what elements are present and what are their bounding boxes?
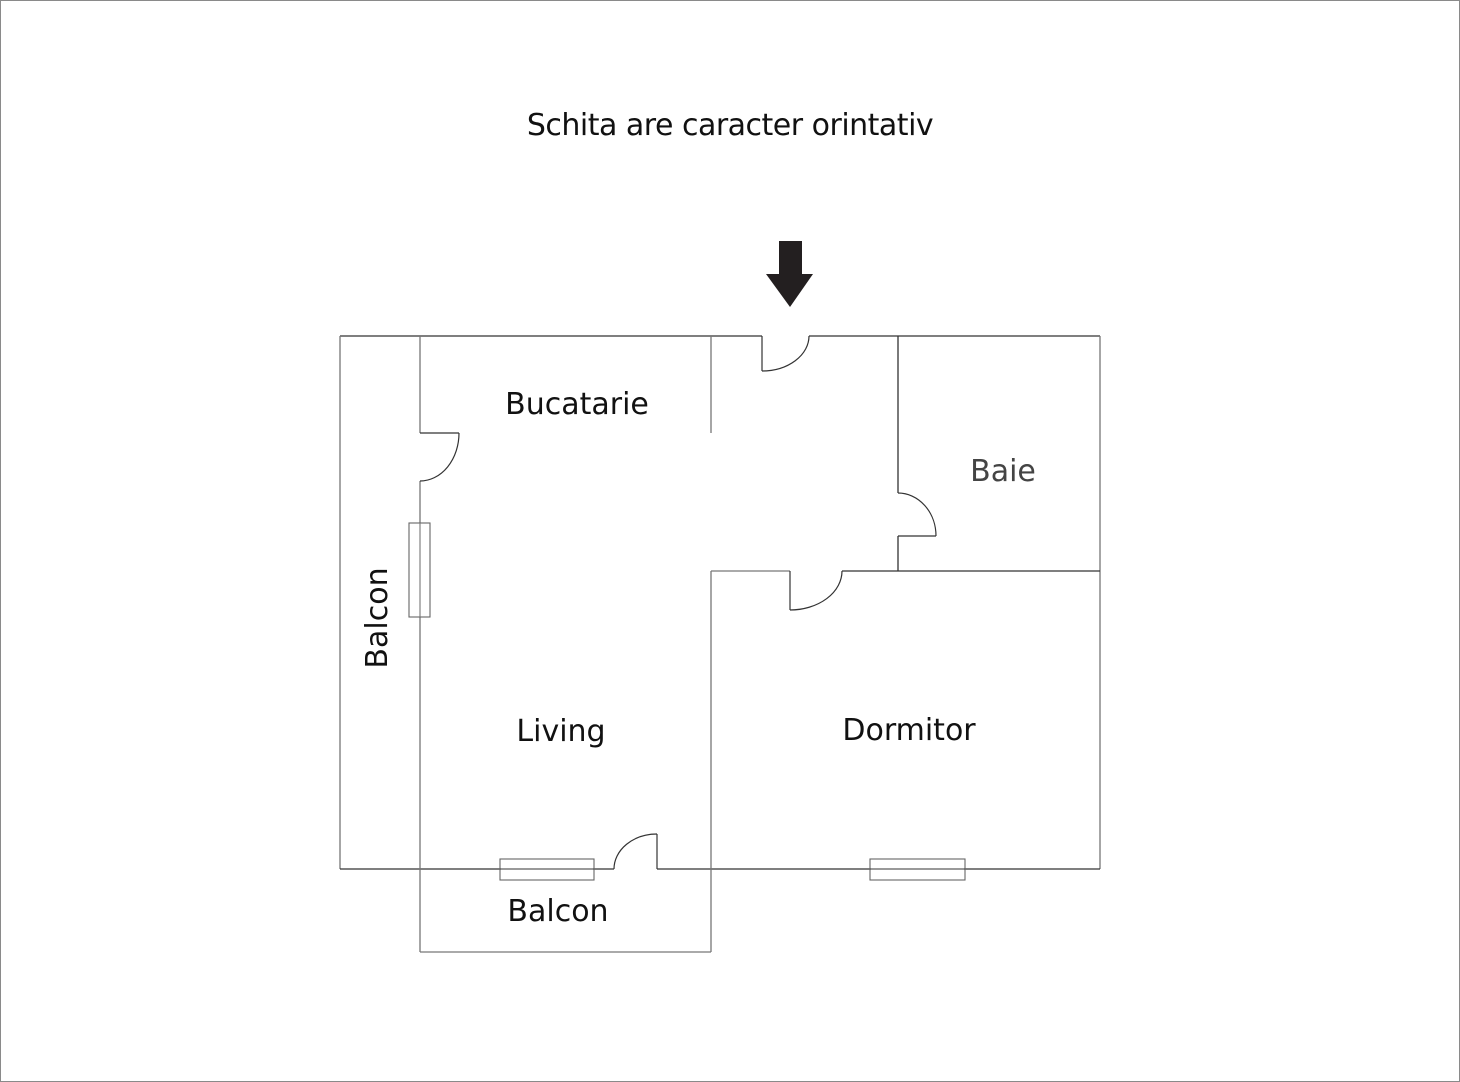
- room-label-baie: Baie: [970, 454, 1036, 489]
- bathroom-door-icon: [897, 492, 937, 537]
- room-label-dormitor: Dormitor: [842, 713, 976, 748]
- down-arrow-icon: [766, 241, 813, 307]
- room-label-bucatarie: Bucatarie: [505, 387, 649, 422]
- bedroom-door-icon: [789, 570, 843, 611]
- plan-disclaimer-title: Schita are caracter orintativ: [526, 108, 934, 143]
- entrance-door-icon: [761, 335, 810, 372]
- room-label-living: Living: [516, 714, 605, 749]
- balcony-door-bottom-icon: [613, 833, 658, 870]
- walls: [339, 335, 1101, 953]
- room-label-balcon-left: Balcon: [360, 567, 395, 668]
- room-label-balcon-bottom: Balcon: [507, 894, 608, 929]
- doors: [419, 335, 937, 870]
- windows: [408, 522, 966, 881]
- balcony-door-left-icon: [419, 432, 460, 482]
